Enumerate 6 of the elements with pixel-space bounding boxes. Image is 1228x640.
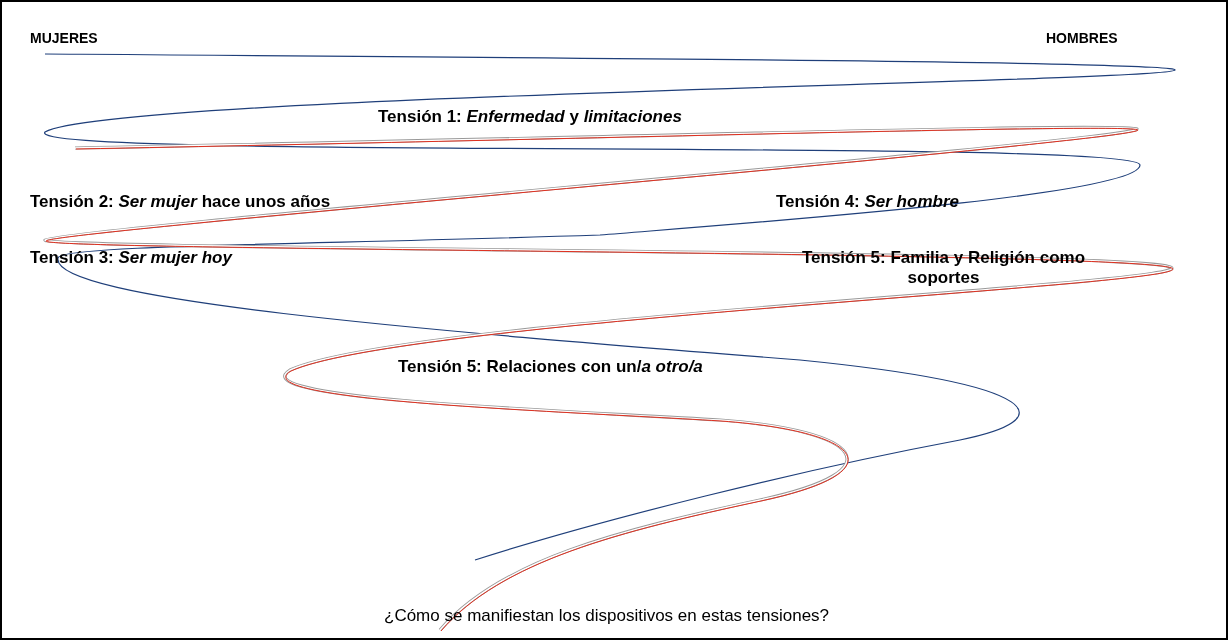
tension-label: Tensión 5: Relaciones con un/a otro/a bbox=[398, 357, 703, 377]
tension-label: Tensión 1: Enfermedad y limitaciones bbox=[378, 107, 682, 127]
tension-label: Tensión 4: Ser hombre bbox=[776, 192, 959, 212]
tension-label: Tensión 2: Ser mujer hace unos años bbox=[30, 192, 331, 212]
side-label: HOMBRES bbox=[1046, 30, 1118, 46]
side-label: MUJERES bbox=[30, 30, 98, 46]
